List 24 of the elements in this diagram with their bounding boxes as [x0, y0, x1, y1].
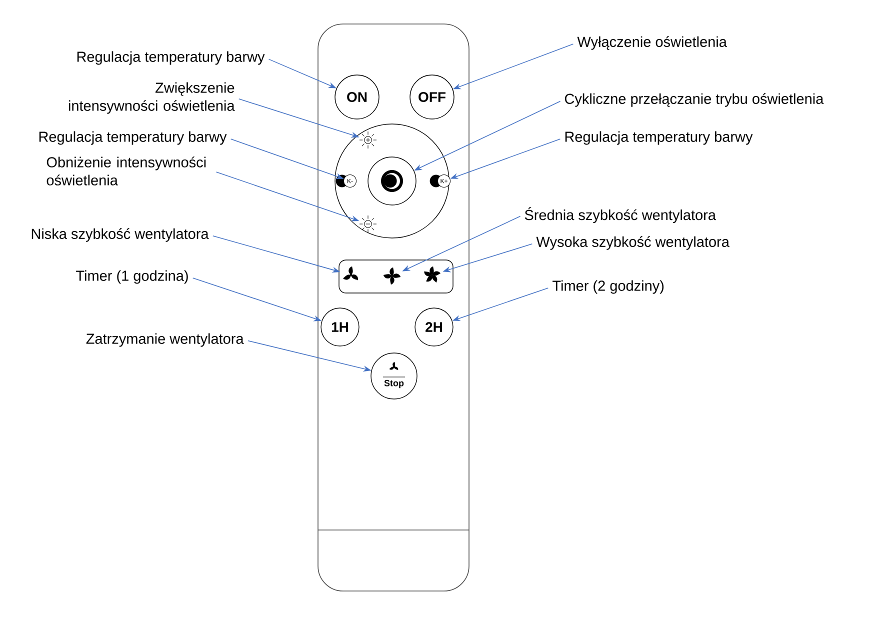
- brightness-icon: [359, 131, 377, 149]
- callout-text: Regulacja temperatury barwy: [77, 51, 265, 65]
- callout-text: Cykliczne przełączanie trybu oświetlenia: [564, 93, 824, 107]
- callout-text: Timer (1 godzina): [76, 270, 188, 284]
- round-button: ON: [334, 74, 380, 120]
- stop-button: Stop: [370, 352, 418, 400]
- round-button: 2H: [414, 308, 454, 346]
- round-button: 1H: [320, 308, 360, 346]
- callout-text: Zatrzymanie wentylatora: [86, 333, 244, 347]
- fan-icon: [424, 266, 441, 283]
- callout-text: Niska szybkość wentylatora: [32, 228, 209, 242]
- brightness-icon: [359, 215, 377, 233]
- fan-icon: [383, 267, 401, 285]
- callout-text: Obniżenie intensywności oświetlenia: [46, 156, 206, 186]
- callout-text: Timer (2 godziny): [552, 280, 664, 294]
- callout-text: Zwiększenie intensywności oświetlenia: [68, 82, 235, 114]
- callout-text: Regulacja temperatury barwy: [565, 131, 753, 145]
- callout-text: Wyłączenie oświetlenia: [577, 36, 727, 50]
- callout-text: Wysoka szybkość wentylatora: [536, 236, 730, 250]
- round-button: OFF: [410, 74, 454, 120]
- callout-text: Średnia szybkość wentylatora: [524, 206, 716, 224]
- callout-text: Regulacja temperatury barwy: [39, 131, 227, 145]
- mode-button: [368, 156, 416, 206]
- fan-icon: [343, 266, 358, 280]
